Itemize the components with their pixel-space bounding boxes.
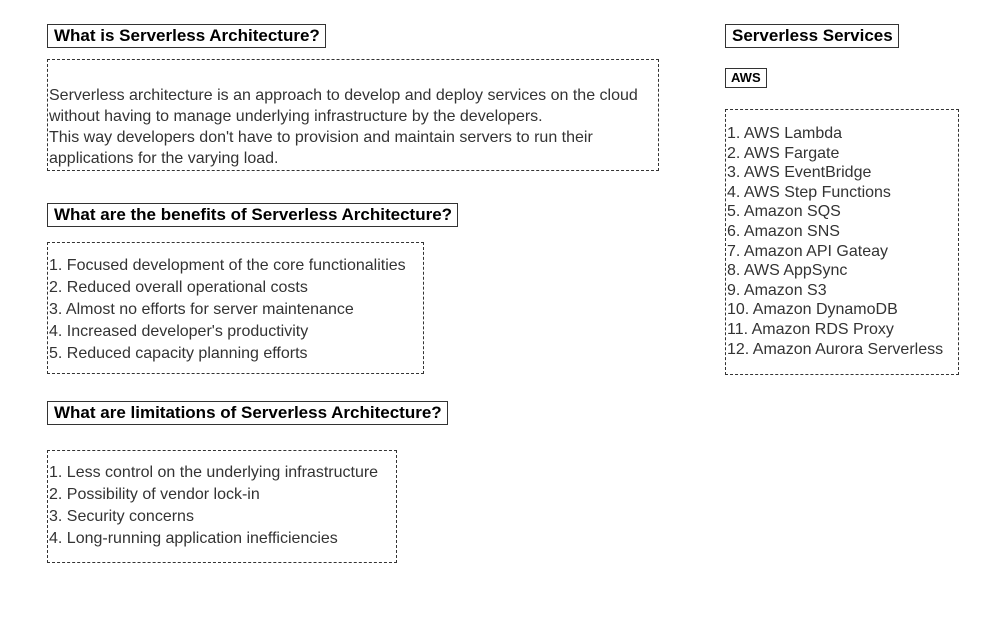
benefits-heading: What are the benefits of Serverless Arch…	[47, 203, 459, 227]
service-item: 10. Amazon DynamoDB	[727, 301, 898, 319]
aws-provider-label: AWS	[725, 68, 767, 88]
service-item: 5. Amazon SQS	[727, 203, 841, 221]
service-item: 1. AWS Lambda	[727, 125, 843, 142]
service-item: 8. AWS AppSync	[727, 262, 848, 280]
limitations-heading: What are limitations of Serverless Archi…	[47, 401, 448, 425]
benefit-item: 3. Almost no efforts for server maintena…	[49, 301, 354, 318]
services-list-box: 1. AWS Lambda 2. AWS Fargate 3. AWS Even…	[725, 109, 959, 375]
service-item: 4. AWS Step Functions	[727, 183, 891, 201]
service-item: 7. Amazon API Gateay	[727, 242, 888, 260]
limitation-item: 3. Security concerns	[49, 508, 194, 525]
limitation-item: 1. Less control on the underlying infras…	[49, 464, 379, 481]
service-item: 11. Amazon RDS Proxy	[727, 320, 894, 338]
limitations-list-box: 1. Less control on the underlying infras…	[47, 450, 397, 563]
what-paragraph: This way developers don't have to provis…	[49, 129, 593, 167]
limitation-item: 4. Long-running application inefficienci…	[49, 530, 338, 547]
service-item: 3. AWS EventBridge	[727, 164, 872, 182]
what-paragraph: Serverless architecture is an approach t…	[49, 87, 638, 125]
service-item: 12. Amazon Aurora Serverless	[727, 340, 944, 358]
benefit-item: 4. Increased developer's productivity	[49, 323, 309, 340]
service-item: 9. Amazon S3	[727, 281, 827, 299]
limitation-item: 2. Possibility of vendor lock-in	[49, 486, 260, 503]
services-heading: Serverless Services	[725, 24, 899, 48]
what-heading: What is Serverless Architecture?	[47, 24, 326, 48]
what-description-box: Serverless architecture is an approach t…	[47, 59, 659, 171]
benefit-item: 5. Reduced capacity planning efforts	[49, 345, 308, 362]
service-item: 6. Amazon SNS	[727, 222, 840, 240]
service-item: 2. AWS Fargate	[727, 144, 840, 162]
benefit-item: 2. Reduced overall operational costs	[49, 279, 308, 296]
benefit-item: 1. Focused development of the core funct…	[49, 257, 406, 274]
benefits-list-box: 1. Focused development of the core funct…	[47, 242, 424, 374]
